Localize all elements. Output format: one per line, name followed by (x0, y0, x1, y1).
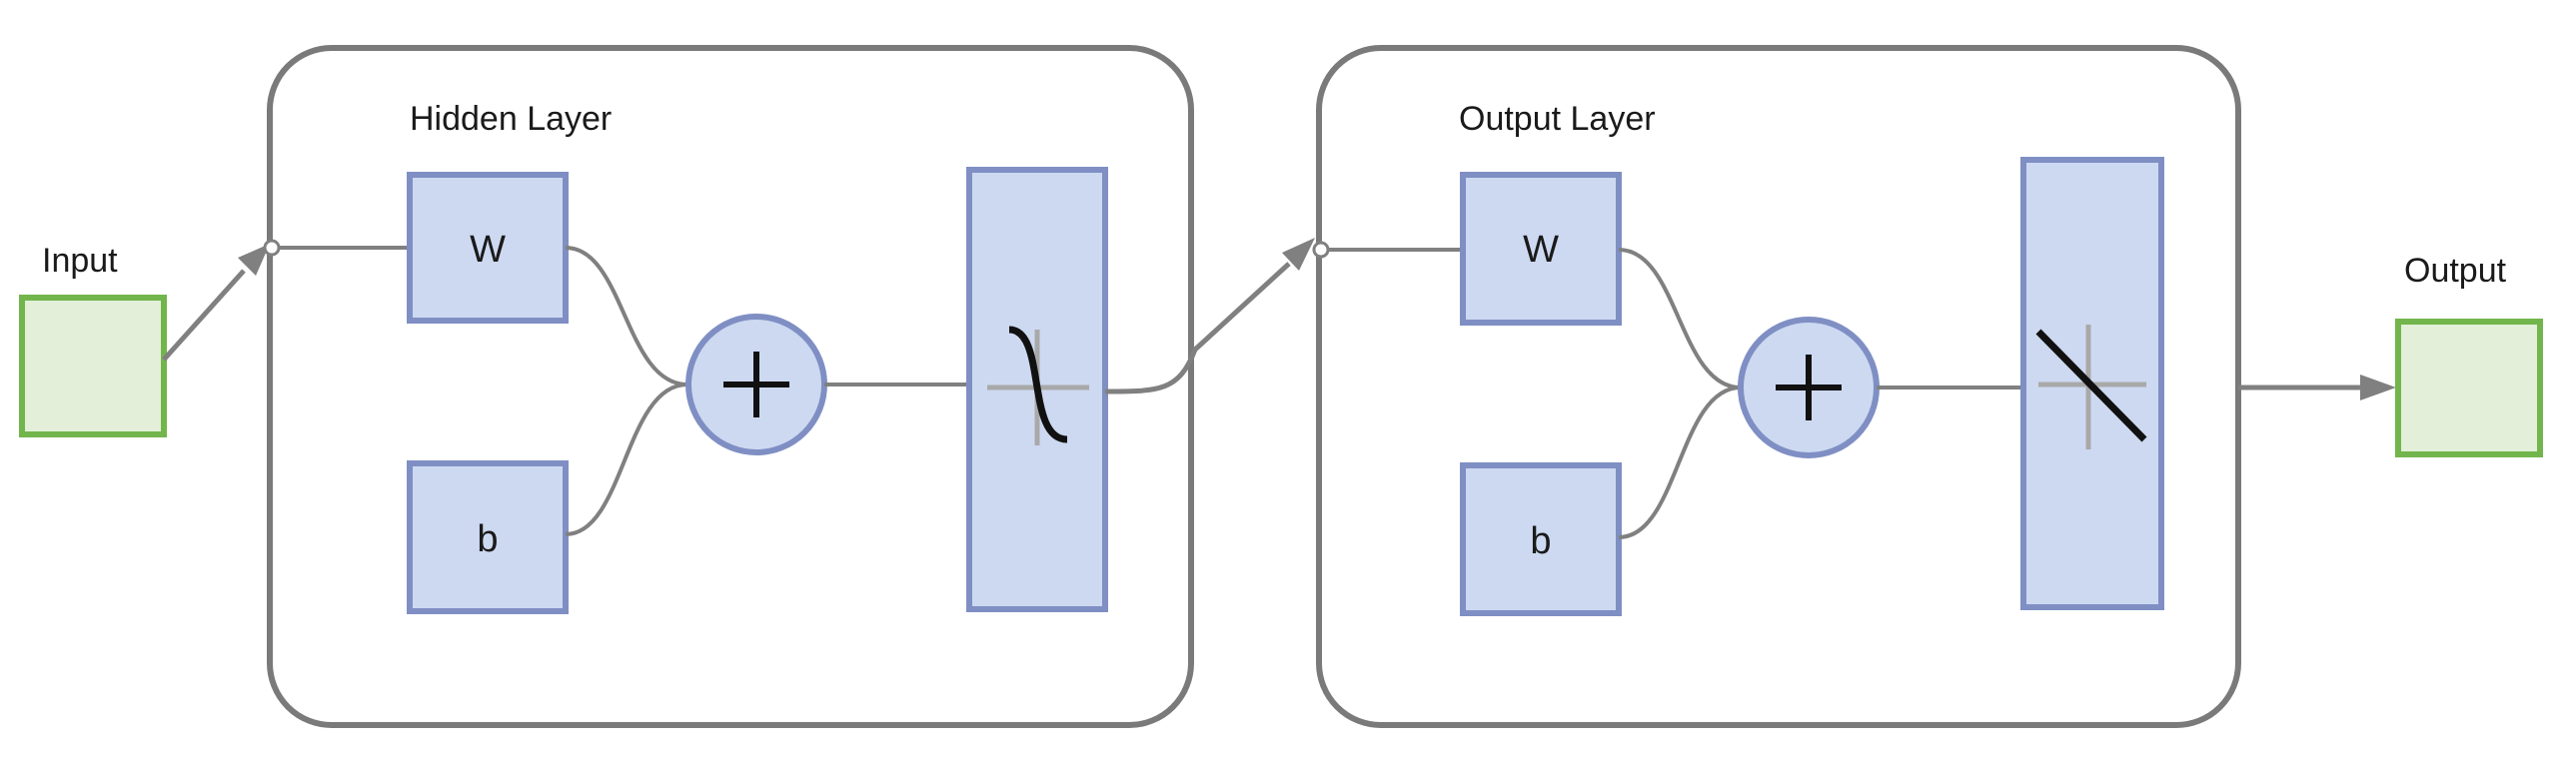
hidden-bias-node (407, 460, 569, 614)
input-to-hidden-arrow (162, 244, 270, 362)
hidden-bias-to-sum-line (565, 383, 688, 536)
hidden-weight-label: W (470, 229, 506, 271)
output-weight-label: W (1523, 229, 1559, 271)
hidden-layer: Hidden Layer W b (263, 45, 1194, 728)
hidden-weight-node (407, 172, 569, 324)
output-node: Output (2395, 252, 2543, 457)
output-arrow (2238, 375, 2396, 400)
output-weight-node (1460, 172, 1622, 326)
hidden-to-output-arrow (1104, 238, 1315, 394)
hidden-bias-label: b (477, 518, 498, 560)
input-label: Input (42, 242, 118, 280)
output-bias-node (1460, 462, 1622, 616)
hidden-weight-to-sum-line (565, 246, 688, 386)
hidden-layer-frame (267, 45, 1194, 728)
output-entry-junction (1312, 241, 1330, 259)
input-box (19, 295, 167, 437)
plus-icon (723, 352, 789, 417)
hidden-layer-title: Hidden Layer (410, 100, 612, 138)
output-label: Output (2404, 252, 2507, 290)
input-node: Input (19, 242, 167, 437)
output-weight-to-sum-line (1618, 248, 1742, 389)
output-box (2395, 319, 2543, 457)
plus-icon (1776, 355, 1842, 420)
output-layer-title: Output Layer (1459, 100, 1656, 138)
output-layer: Output Layer W b (1312, 45, 2241, 728)
sigmoid-curve-icon (987, 326, 1089, 445)
linear-line-icon (2035, 325, 2147, 449)
output-bias-label: b (1530, 520, 1551, 562)
output-bias-to-sum-line (1618, 386, 1742, 539)
hidden-entry-junction (263, 239, 281, 257)
